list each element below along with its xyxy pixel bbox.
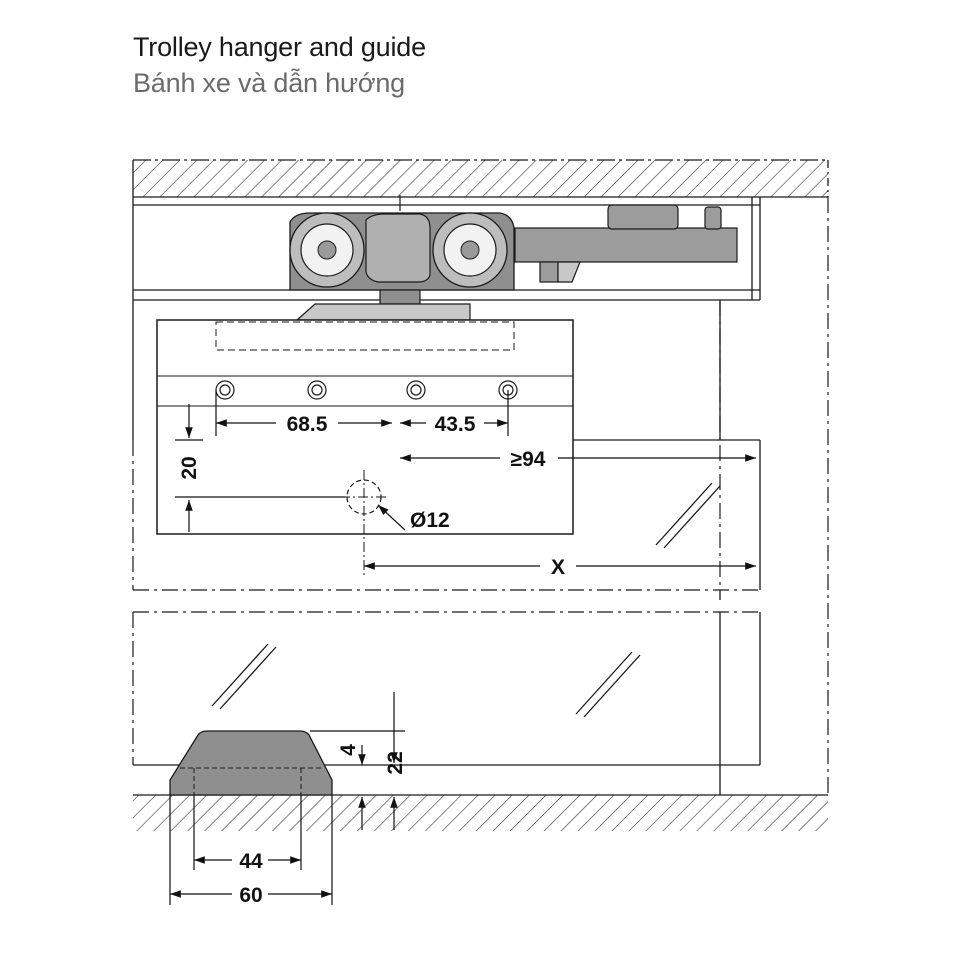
clamp-plate [156,319,574,575]
floor-guide [169,730,333,796]
dim-4: 4 [337,744,360,756]
floor [133,794,828,831]
door-panel-front [573,439,761,600]
dim-68-5: 68.5 [287,413,328,436]
dim-diameter-12: Ø12 [410,509,450,532]
dim-60: 60 [239,884,262,907]
mounting-holes [215,380,518,400]
page-subtitle: Bánh xe và dẫn hướng [133,68,405,98]
dimension-lines [169,390,756,905]
dim-44: 44 [239,850,263,873]
dim-43-5: 43.5 [435,413,476,436]
stopper-unit [514,204,738,283]
dim-20: 20 [178,456,201,479]
dim-min-94: ≥94 [511,448,546,471]
ceiling [132,159,829,198]
dim-22: 22 [384,751,407,774]
dim-x: X [551,556,565,579]
page-title: Trolley hanger and guide [133,32,426,62]
trolley-carriage [289,212,515,321]
